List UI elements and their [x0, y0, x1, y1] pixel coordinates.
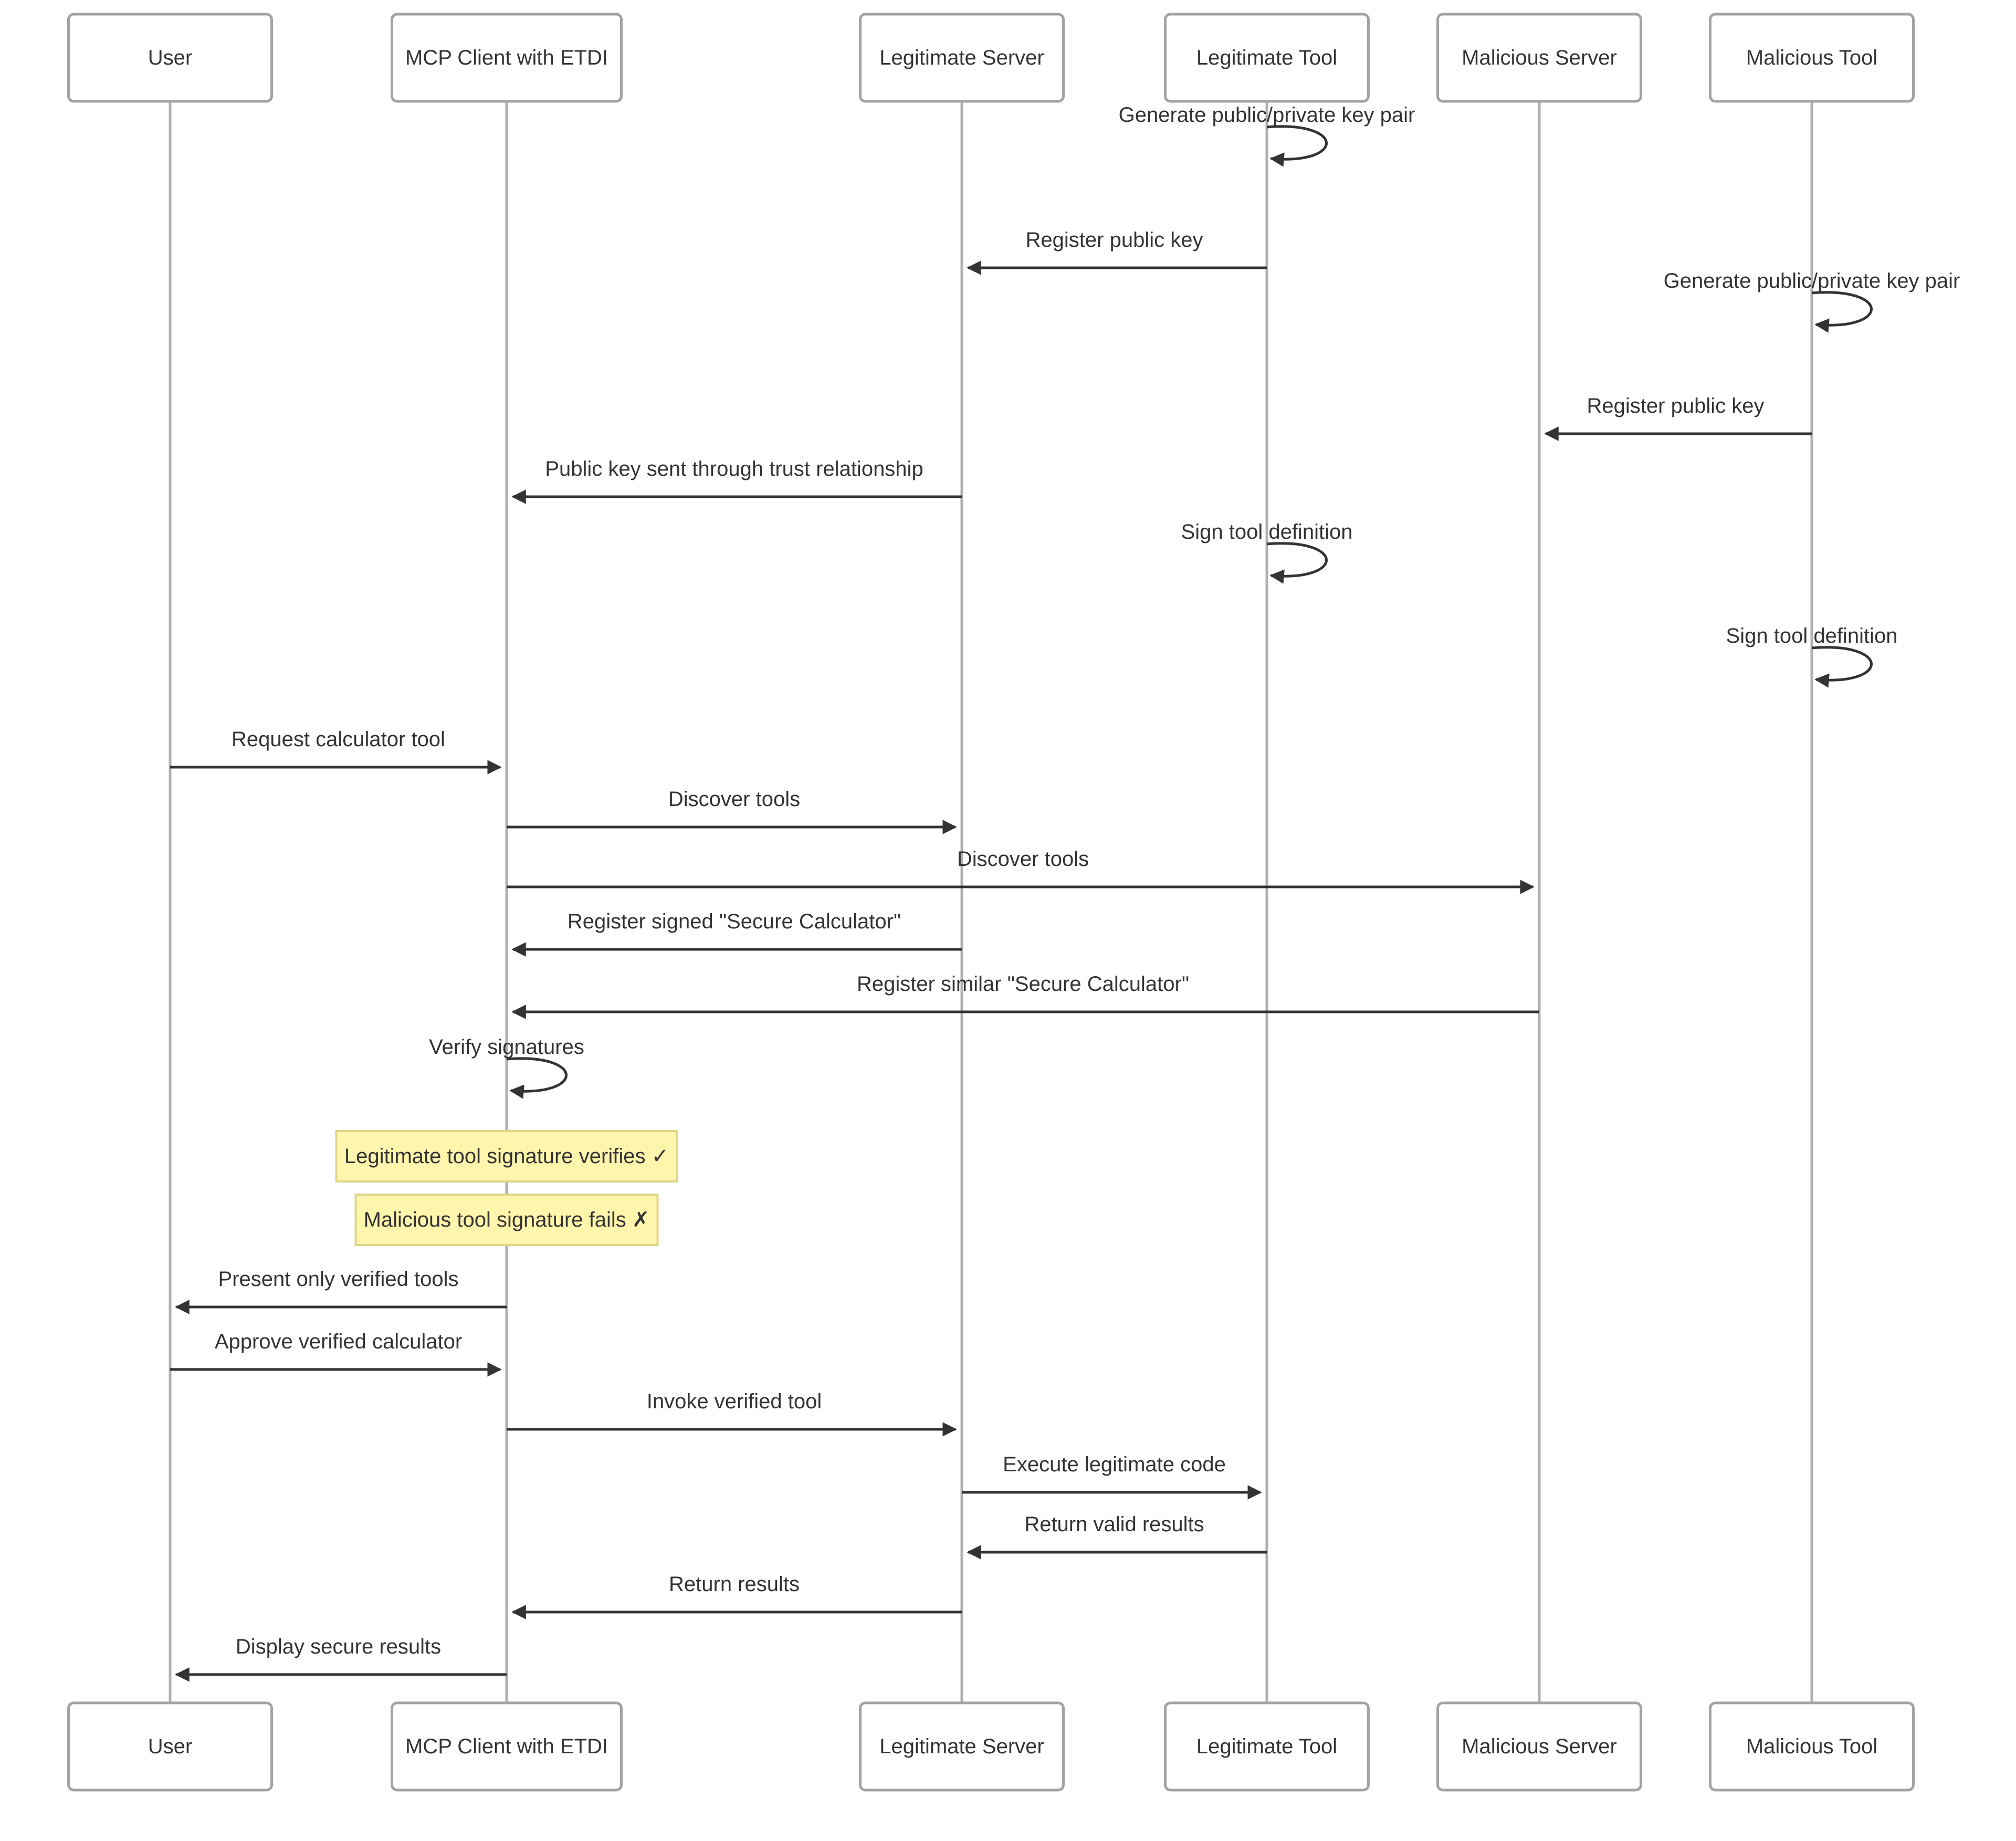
self-message: Generate public/private key pair [1664, 269, 1960, 333]
steps: Generate public/private key pairRegister… [170, 103, 1960, 1682]
actors-top: User MCP Client with ETDI Legitimate Serve… [67, 13, 1915, 103]
actor-label: User [148, 46, 192, 69]
message-label: Display secure results [236, 1635, 441, 1658]
self-message: Generate public/private key pair [1119, 103, 1415, 167]
actor-legit_server-bottom: Legitimate Server [859, 1701, 1065, 1792]
actor-box [1164, 1701, 1370, 1792]
message-arrow [506, 1057, 568, 1099]
message: Execute legitimate code [962, 1453, 1262, 1500]
message: Request calculator tool [170, 728, 502, 775]
message-label: Approve verified calculator [215, 1330, 462, 1353]
message-label: Register public key [1026, 228, 1203, 252]
actor-mal_server-top: Malicious Server [1436, 13, 1642, 103]
actor-label: Legitimate Tool [1196, 46, 1337, 69]
message-label: Return results [669, 1573, 800, 1596]
actor-box [67, 1701, 273, 1792]
message: Return valid results [967, 1513, 1267, 1560]
message-label: Public key sent through trust relationsh… [545, 457, 923, 480]
actor-legit_tool-top: Legitimate Tool [1164, 13, 1370, 103]
actor-box [391, 13, 623, 103]
actor-label: Legitimate Server [879, 46, 1044, 69]
message-label: Generate public/private key pair [1119, 103, 1415, 127]
message-label: Register similar "Secure Calculator" [857, 972, 1189, 996]
lifelines [169, 101, 1813, 1703]
message-label: Discover tools [668, 788, 800, 811]
actor-user-bottom: User [67, 1701, 273, 1792]
message: Return results [511, 1573, 962, 1619]
actor-user-top: User [67, 13, 273, 103]
actor-box [1709, 1701, 1915, 1792]
actor-mal_tool-bottom: Malicious Tool [1709, 1701, 1915, 1792]
note-box [354, 1194, 659, 1246]
message: Invoke verified tool [507, 1390, 957, 1437]
actor-legit_tool-bottom: Legitimate Tool [1164, 1701, 1370, 1792]
note-box [335, 1130, 678, 1183]
actor-label: Legitimate Server [879, 1735, 1044, 1758]
message-label: Register public key [1587, 394, 1765, 417]
message-label: Verify signatures [429, 1035, 584, 1059]
message-label: Request calculator tool [232, 728, 445, 751]
message: Register similar "Secure Calculator" [511, 972, 1539, 1019]
actor-box [859, 1701, 1065, 1792]
message: Register public key [967, 228, 1267, 275]
message-label: Sign tool definition [1181, 520, 1353, 543]
message-label: Return valid results [1024, 1513, 1204, 1536]
message-label: Discover tools [957, 848, 1089, 871]
message-arrow [1266, 542, 1328, 584]
message-label: Sign tool definition [1726, 624, 1898, 647]
actor-box [1436, 1701, 1642, 1792]
message-label: Invoke verified tool [647, 1390, 822, 1413]
actor-label: Malicious Tool [1746, 46, 1878, 69]
message: Discover tools [507, 788, 957, 834]
actor-label: User [148, 1735, 192, 1758]
actor-mal_tool-top: Malicious Tool [1709, 13, 1915, 103]
self-message: Sign tool definition [1726, 624, 1898, 688]
message-label: Generate public/private key pair [1664, 269, 1960, 292]
message-label: Register signed "Secure Calculator" [568, 910, 901, 933]
note-label: Malicious tool signature fails ✗ [364, 1208, 650, 1231]
actor-box [1709, 13, 1915, 103]
message: Public key sent through trust relationsh… [511, 457, 962, 504]
note: Malicious tool signature fails ✗ [354, 1194, 659, 1246]
actor-client-bottom: MCP Client with ETDI [391, 1701, 623, 1792]
message-arrow [1811, 646, 1873, 688]
message: Discover tools [507, 848, 1535, 894]
actor-box [1164, 13, 1370, 103]
message-label: Execute legitimate code [1003, 1453, 1226, 1476]
actor-label: Malicious Tool [1746, 1735, 1878, 1758]
actor-legit_server-top: Legitimate Server [859, 13, 1065, 103]
actor-mal_server-bottom: Malicious Server [1436, 1701, 1642, 1792]
actor-label: MCP Client with ETDI [405, 46, 608, 69]
actor-box [1436, 13, 1642, 103]
actor-box [859, 13, 1065, 103]
actor-label: Malicious Server [1462, 1735, 1617, 1758]
actor-label: Malicious Server [1462, 46, 1617, 69]
actor-label: Legitimate Tool [1196, 1735, 1337, 1758]
message: Register signed "Secure Calculator" [511, 910, 962, 957]
note-label: Legitimate tool signature verifies ✓ [344, 1145, 669, 1168]
actor-label: MCP Client with ETDI [405, 1735, 608, 1758]
message: Approve verified calculator [170, 1330, 502, 1377]
actor-client-top: MCP Client with ETDI [391, 13, 623, 103]
message: Present only verified tools [175, 1268, 507, 1314]
actor-box [391, 1701, 623, 1792]
actors-bottom: User MCP Client with ETDI Legitimate Serve… [67, 1701, 1915, 1792]
actor-box [67, 13, 273, 103]
note: Legitimate tool signature verifies ✓ [335, 1130, 678, 1183]
self-message: Sign tool definition [1181, 520, 1353, 584]
message-arrow [1811, 291, 1873, 333]
message: Register public key [1544, 394, 1812, 441]
message-label: Present only verified tools [218, 1268, 458, 1291]
message-arrow [1266, 125, 1328, 167]
message: Display secure results [175, 1635, 507, 1682]
self-message: Verify signatures [429, 1035, 584, 1099]
